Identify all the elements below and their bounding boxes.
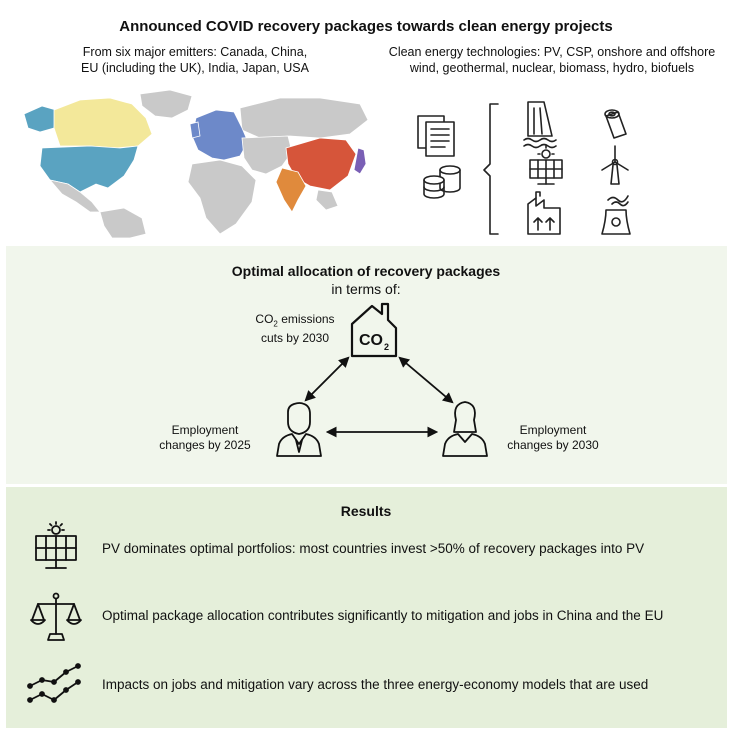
employment-2030-line-2: changes by 2030 [507,438,599,452]
map-region-canada [53,97,153,149]
technology-icons [417,101,631,235]
map-region-other [187,159,257,235]
employment-2025-line-2: changes by 2025 [159,438,251,452]
world-map [23,89,369,238]
main-title: Announced COVID recovery packages toward… [119,18,613,35]
solar-panel-icon [35,521,77,569]
results-panel [6,487,727,728]
map-region-other [315,189,339,211]
co2-label-co: CO [255,312,274,326]
map-region-other [241,135,293,175]
technologies-caption-line-2: wind, geothermal, nuclear, biomass, hydr… [409,61,695,75]
trend-lines-icon [27,663,81,703]
co2-emissions-icon: CO 2 [350,302,398,358]
wind-turbine-icon [601,145,629,185]
geothermal-icon [527,191,561,235]
balance-scale-icon [30,592,82,641]
co2-icon-text: CO [359,332,383,349]
co2-label-emissions: emissions [277,312,335,326]
male-person-icon [276,402,322,457]
emitters-caption-line-2: EU (including the UK), India, Japan, USA [81,61,309,75]
employment-2030-label: Employment changes by 2030 [493,423,613,453]
optimal-allocation-panel [6,246,727,484]
result-item-1: PV dominates optimal portfolios: most co… [102,541,645,556]
technologies-caption: Clean energy technologies: PV, CSP, onsh… [382,44,722,76]
biomass-log-icon [604,109,627,139]
nuclear-plant-icon [601,195,631,235]
map-region-eu-uk [189,121,201,139]
co2-label-line-2: cuts by 2030 [260,331,330,346]
co2-label: CO2 emissions cuts by 2030 [240,312,350,346]
map-region-other [139,89,193,119]
map-region-eu [191,109,249,161]
co2-icon-sub: 2 [384,342,389,352]
hydro-dam-icon [523,101,557,149]
solar-panel-icon [529,145,563,185]
result-item-3: Impacts on jobs and mitigation vary acro… [102,677,649,692]
map-region-india [275,167,307,213]
arrow-co2-to-emp2025 [304,356,350,402]
optimal-title: Optimal allocation of recovery packages [231,263,501,279]
optimal-subtitle: in terms of: [331,281,401,297]
emitters-caption-line-1: From six major emitters: Canada, China, [82,45,308,59]
result-item-2: Optimal package allocation contributes s… [102,608,664,623]
map-region-japan [353,147,367,175]
emitters-caption: From six major emitters: Canada, China, … [60,44,330,76]
female-person-icon [442,401,488,457]
map-region-other [239,97,369,139]
arrow-co2-to-emp2030 [398,356,454,404]
co2-label-sub: 2 [273,319,278,329]
technologies-caption-line-1: Clean energy technologies: PV, CSP, onsh… [388,45,716,59]
coins-icon [423,165,461,199]
map-region-other [99,207,147,238]
employment-2025-line-1: Employment [171,423,239,437]
employment-2025-label: Employment changes by 2025 [150,423,260,453]
document-icon [417,115,455,157]
results-title: Results [340,503,392,519]
employment-2030-line-1: Employment [519,423,587,437]
bracket-icon [483,103,499,235]
